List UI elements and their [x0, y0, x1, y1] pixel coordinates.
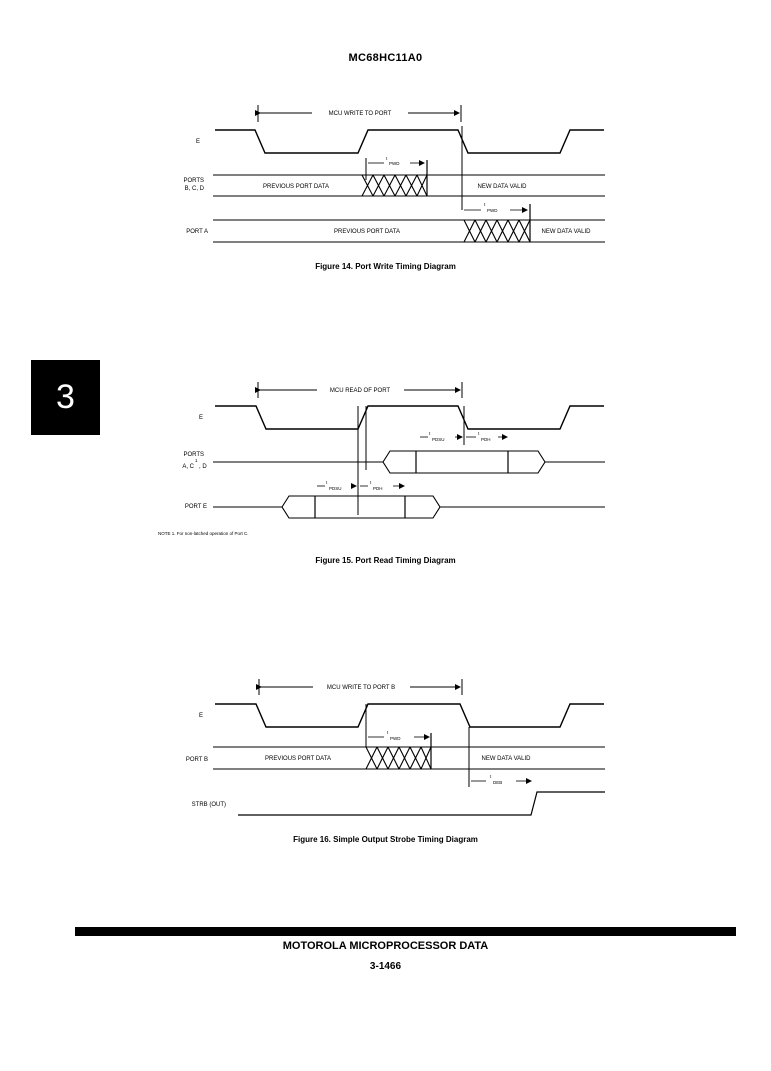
fig15-t-setup-e: t: [326, 480, 328, 485]
fig16-strb-waveform: [238, 791, 605, 816]
fig15-data-window-acd: [382, 450, 546, 474]
fig14-new-data-bcd: NEW DATA VALID: [477, 184, 527, 190]
fig15-data-window-e: [281, 495, 441, 519]
fig15-t-hold-a: t: [478, 431, 480, 436]
footer-publisher: MOTOROLA MICROPROCESSOR DATA: [282, 940, 489, 952]
fig16-xhatch: [365, 746, 432, 770]
fig16-t-label-deb: t: [490, 774, 492, 779]
page-number: 3-1466: [369, 961, 402, 972]
fig15-e-waveform: [215, 405, 604, 430]
fig16-strb: STRB (OUT): [192, 802, 226, 808]
fig15-tpdsu-a: PDSU: [432, 437, 445, 442]
fig16-signal-e: E: [199, 713, 203, 719]
fig14-xhatch-a: [463, 219, 531, 243]
fig15-span-label: MCU READ OF PORT: [330, 388, 391, 394]
fig15-signal-e: E: [199, 415, 203, 421]
fig14-prev-data-bcd: PREVIOUS PORT DATA: [263, 184, 329, 190]
fig15-port-e: PORT E: [185, 504, 207, 510]
fig16-port-b: PORT B: [186, 757, 208, 763]
fig16-tpwd-sub: PWD: [390, 736, 401, 741]
fig15-ports-sup: 1: [195, 458, 198, 463]
fig16-prev-data: PREVIOUS PORT DATA: [265, 756, 331, 762]
fig15-tpdh-e: PDH: [373, 486, 383, 491]
fig16-t-label: t: [387, 730, 389, 735]
fig14-e-waveform: [215, 129, 604, 154]
fig15-note: NOTE 1. For non-latched operation of Por…: [158, 531, 249, 536]
fig16-span-label: MCU WRITE TO PORT B: [327, 685, 395, 691]
fig16-new-data: NEW DATA VALID: [481, 756, 531, 762]
fig15-tpdh-a: PDH: [481, 437, 491, 442]
fig16-e-waveform: [215, 703, 604, 728]
fig14-prev-data-a: PREVIOUS PORT DATA: [334, 229, 400, 235]
fig15-ports-line2: A, C: [182, 464, 194, 470]
fig14-ports-bcd-line2: B, C, D: [185, 186, 205, 192]
figure14-caption: Figure 14. Port Write Timing Diagram: [315, 262, 456, 271]
fig14-signal-e: E: [196, 139, 200, 145]
fig15-ports-tail: , D: [199, 464, 207, 470]
fig14-t-label: t: [386, 156, 388, 161]
figure16-caption: Figure 16. Simple Output Strobe Timing D…: [293, 835, 478, 844]
fig14-port-a: PORT A: [186, 229, 208, 235]
figure16-diagram: MCU WRITE TO PORT B E t PWD PORT B PREVI…: [186, 679, 605, 816]
fig14-span-label: MCU WRITE TO PORT: [329, 111, 392, 117]
fig14-tpwd-sub: PWD: [389, 161, 400, 166]
document-part-number: MC68HC11A0: [348, 52, 423, 64]
figure15-caption: Figure 15. Port Read Timing Diagram: [315, 556, 456, 565]
fig14-xhatch-bcd: [361, 174, 428, 197]
figure15-diagram: MCU READ OF PORT E t PDSU t PDH PORTS A,…: [158, 382, 605, 536]
fig14-t-label-a: t: [484, 202, 486, 207]
footer-rule: [75, 927, 736, 936]
fig14-tpwd-sub-a: PWD: [487, 208, 498, 213]
fig15-t-setup-a: t: [429, 431, 431, 436]
fig14-ports-bcd-line1: PORTS: [183, 178, 204, 184]
fig16-tdeb-sub: DEB: [493, 780, 502, 785]
section-tab: 3: [31, 360, 100, 435]
figure14-diagram: MCU WRITE TO PORT E t PWD PORTS B, C, D …: [183, 105, 605, 243]
fig14-new-data-a: NEW DATA VALID: [541, 229, 591, 235]
fig15-ports-line1: PORTS: [183, 452, 204, 458]
fig15-t-hold-e: t: [370, 480, 372, 485]
fig15-tpdsu-e: PDSU: [329, 486, 342, 491]
